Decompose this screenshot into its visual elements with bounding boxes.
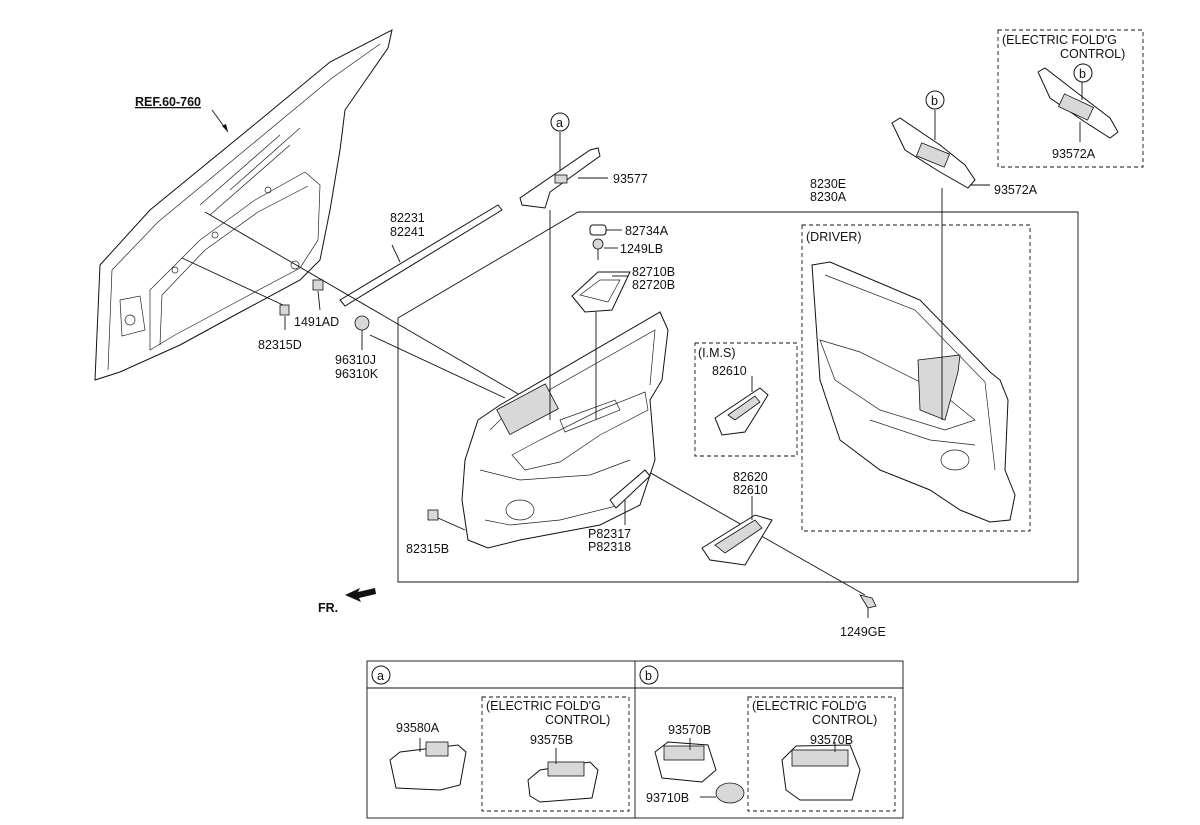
- label-93572A-inset[interactable]: 93572A: [1052, 147, 1096, 161]
- handle-82710B: [571, 271, 631, 420]
- door-trim-driver: [811, 261, 1016, 523]
- ref-arrow: [222, 124, 228, 132]
- clip-82315B: [427, 509, 466, 531]
- main-frame: [397, 211, 1079, 583]
- label-82734A[interactable]: 82734A: [625, 224, 669, 238]
- fr-arrow: [345, 588, 376, 602]
- label-96310J[interactable]: 96310J: [335, 353, 376, 367]
- label-P82317[interactable]: P82317: [588, 527, 631, 541]
- label-93575B[interactable]: 93575B: [530, 733, 573, 747]
- label-93710B[interactable]: 93710B: [646, 791, 689, 805]
- label-93572A[interactable]: 93572A: [994, 183, 1038, 197]
- driver-label: (DRIVER): [806, 230, 862, 244]
- callout-a-top: a: [550, 112, 570, 132]
- switch-82610-ims: [714, 376, 769, 436]
- label-82720B[interactable]: 82720B: [632, 278, 675, 292]
- svg-text:b: b: [931, 94, 938, 108]
- label-93570B-right[interactable]: 93570B: [810, 733, 853, 747]
- label-93570B-left[interactable]: 93570B: [668, 723, 711, 737]
- switch-93710B: [700, 782, 745, 804]
- efc-a-line1: (ELECTRIC FOLD'G: [486, 699, 601, 713]
- label-82620[interactable]: 82620: [733, 470, 768, 484]
- callout-b-top: b: [925, 90, 945, 110]
- label-P82318[interactable]: P82318: [588, 540, 631, 554]
- svg-text:a: a: [556, 116, 563, 130]
- callout-a-table: a: [371, 665, 391, 685]
- ref-line-2: [181, 257, 284, 306]
- svg-text:a: a: [377, 669, 384, 683]
- screw-1249GE: [859, 594, 877, 618]
- clip-82734A: [589, 224, 622, 236]
- efc-b-line2: CONTROL): [812, 713, 877, 727]
- switch-93575B: [527, 748, 599, 803]
- label-1491AD[interactable]: 1491AD: [294, 315, 339, 329]
- clip-82315D: [279, 304, 290, 330]
- switch-93570B-left: [654, 738, 717, 783]
- ref-label[interactable]: REF.60-760: [135, 95, 201, 109]
- screw-1249LB: [592, 238, 618, 260]
- svg-text:b: b: [645, 669, 652, 683]
- efc-box-top: [997, 29, 1144, 168]
- driver-box: [801, 224, 1031, 532]
- efc-b-line1: (ELECTRIC FOLD'G: [752, 699, 867, 713]
- switch-93572A-inset: [1037, 67, 1119, 142]
- callout-b-table: b: [639, 665, 659, 685]
- efc-top-line1: (ELECTRIC FOLD'G: [1002, 33, 1117, 47]
- efc-a-line2: CONTROL): [545, 713, 610, 727]
- fr-label: FR.: [318, 601, 338, 615]
- door-trim-panel: [461, 311, 669, 549]
- efc-top-line2: CONTROL): [1060, 47, 1125, 61]
- label-93577[interactable]: 93577: [613, 172, 648, 186]
- switch-93577: [519, 132, 608, 420]
- bottom-table: [366, 660, 904, 819]
- label-82241[interactable]: 82241: [390, 225, 425, 239]
- label-8230E[interactable]: 8230E: [810, 177, 846, 191]
- label-96310K[interactable]: 96310K: [335, 367, 379, 381]
- ims-label: (I.M.S): [698, 346, 736, 360]
- speaker-96310J: [354, 315, 370, 350]
- armrest-P82317: [609, 469, 651, 525]
- label-82610[interactable]: 82610: [733, 483, 768, 497]
- switch-82620: [701, 496, 773, 566]
- label-82315B[interactable]: 82315B: [406, 542, 449, 556]
- label-1249LB[interactable]: 1249LB: [620, 242, 663, 256]
- label-8230A[interactable]: 8230A: [810, 190, 847, 204]
- weatherstrip-82231: [339, 204, 503, 307]
- switch-93572A: [891, 110, 990, 420]
- label-82710B[interactable]: 82710B: [632, 265, 675, 279]
- callout-b-inset: b: [1073, 63, 1093, 83]
- switch-93570B-right: [781, 742, 861, 801]
- label-82231[interactable]: 82231: [390, 211, 425, 225]
- label-82610-ims[interactable]: 82610: [712, 364, 747, 378]
- ims-box: [694, 342, 798, 457]
- switch-93580A: [389, 738, 467, 791]
- clip-1491AD: [312, 279, 324, 311]
- ref-line-1: [204, 211, 521, 396]
- door-frame: [94, 29, 393, 381]
- ref-line-3: [369, 334, 506, 399]
- label-1249GE[interactable]: 1249GE: [840, 625, 886, 639]
- label-93580A[interactable]: 93580A: [396, 721, 440, 735]
- label-82315D[interactable]: 82315D: [258, 338, 302, 352]
- svg-text:b: b: [1079, 67, 1086, 81]
